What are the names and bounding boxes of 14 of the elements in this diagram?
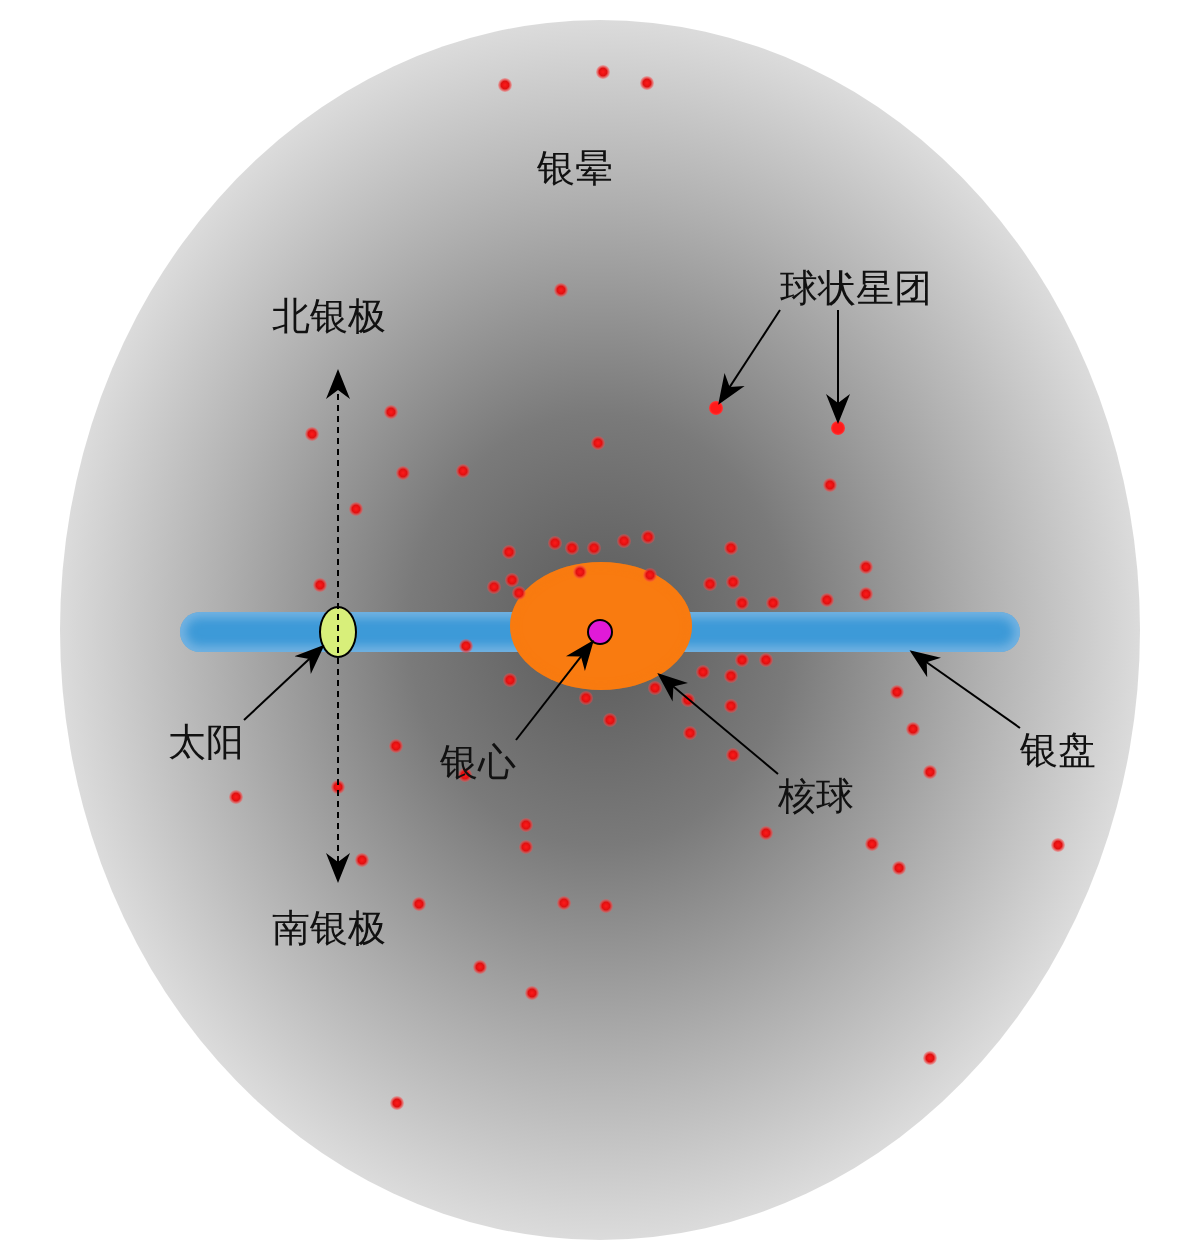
leader-arrow (657, 673, 779, 775)
callout-label: 球状星团 (780, 266, 932, 310)
leader-arrow (515, 639, 594, 741)
pole-label: 北银极 (272, 294, 386, 338)
leader-arrow (826, 309, 850, 424)
callout-label: 核球 (778, 774, 854, 818)
callout-label: 太阳 (168, 720, 244, 764)
leader-arrow (909, 650, 1021, 729)
pole-label: 南银极 (272, 906, 386, 950)
callout-label: 银盘 (1020, 728, 1096, 772)
callout-label: 银心 (440, 740, 516, 784)
leader-arrow (718, 309, 781, 405)
halo-label: 银晕 (537, 146, 613, 190)
leader-arrow (243, 644, 325, 721)
